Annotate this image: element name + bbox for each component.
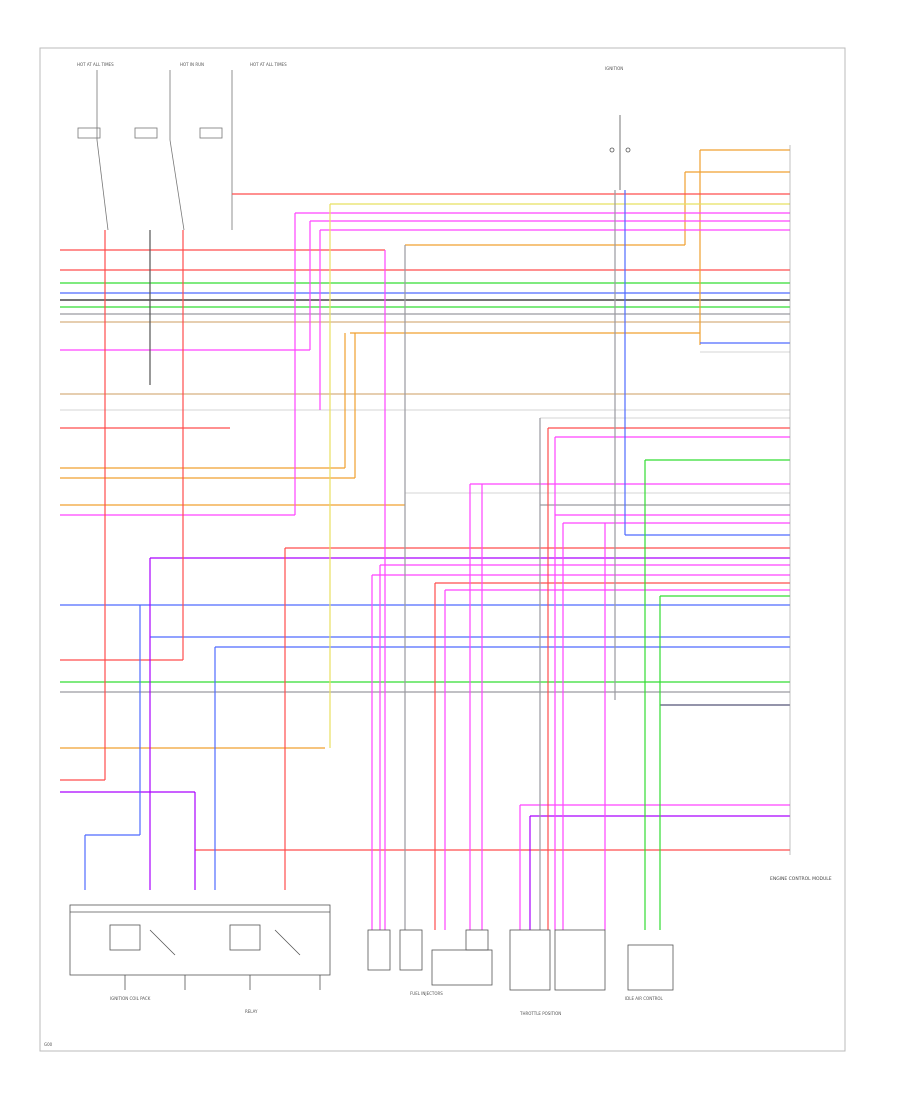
top-label-3: HOT AT ALL TIMES <box>250 62 287 67</box>
vertical-wires <box>84 190 661 930</box>
coil-pack-label: IGNITION COIL PACK <box>110 996 151 1001</box>
top-right-label: IGNITION <box>605 66 623 71</box>
top-label-2: HOT IN RUN <box>180 62 204 67</box>
throttle-position-sensor <box>509 929 606 991</box>
diagram-frame <box>39 47 846 1052</box>
ecm-label: ENGINE CONTROL MODULE <box>770 876 832 882</box>
idle-air-label: IDLE AIR CONTROL <box>625 996 664 1001</box>
fuel-injectors-label: FUEL INJECTORS <box>410 991 443 996</box>
fuse-group <box>77 70 233 231</box>
idle-air-control <box>627 944 674 991</box>
ignition-switch-symbol <box>609 115 631 190</box>
right-wires <box>150 149 790 851</box>
top-label-1: HOT AT ALL TIMES <box>77 62 114 67</box>
coil-pack-assembly <box>69 904 331 990</box>
diagram-tag: G00 <box>44 1042 53 1047</box>
fuel-injector-group <box>367 929 493 986</box>
horizontal-wires <box>60 249 790 793</box>
throttle-position-label: THROTTLE POSITION <box>519 1011 561 1016</box>
relay-label: RELAY <box>245 1009 258 1014</box>
